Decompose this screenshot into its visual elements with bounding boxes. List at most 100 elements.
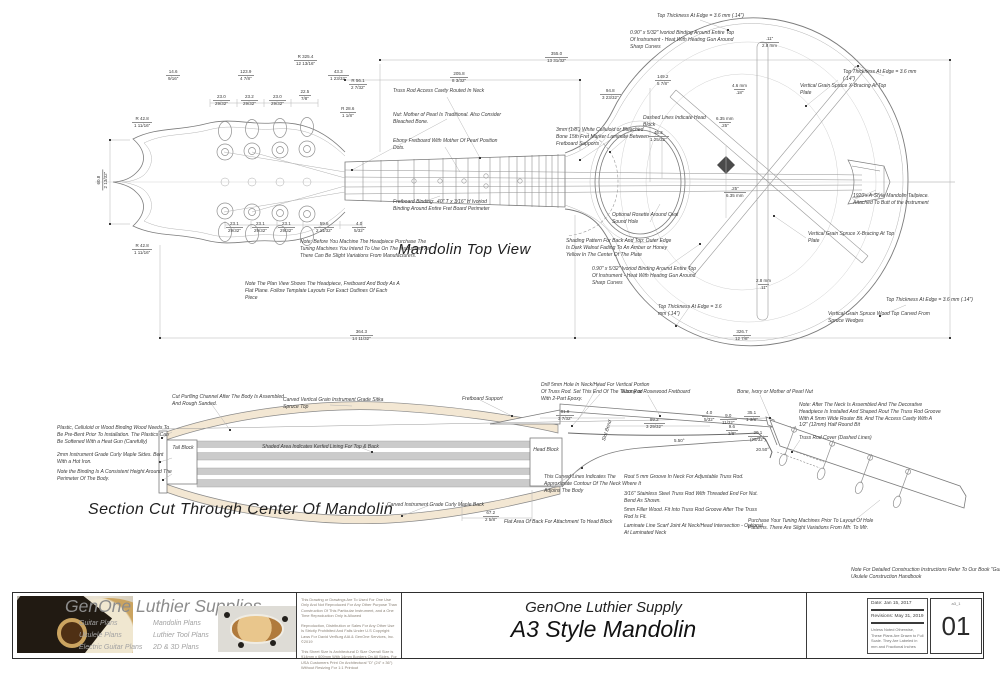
dim-in: 1 1/8" [340,111,356,118]
dim-mm: 4.0 [356,221,363,226]
annotation-tuning-machine-note: Note: Before You Machine The Headpiece P… [300,239,431,259]
annotation-plan-view-note: Note The Plan View Shows The Headpiece, … [245,281,400,301]
dim-in: 5/32" [352,226,367,233]
dim-mm: 23.0 [273,94,282,99]
dim-in: 11/32" [720,418,737,425]
dim-in: 29/32" [252,226,269,233]
mandolin-mold-photo [218,606,296,652]
dim-mm: 45.3 [653,130,663,135]
handbook-note: Note For Detailed Construction Instructi… [851,567,1000,580]
annotation-tuning-machines-layout: Purchase Your Tuning Machines Prior To L… [748,518,874,531]
sheet-number-box: a3_1 01 [930,598,982,654]
dim-mm: 14.6 [168,69,178,74]
dim-mm: R 42.8 [135,116,149,121]
dim-mm: R 42.8 [135,243,149,248]
sheet-title: A3 Style Mandolin [510,616,697,642]
title-block-divider [401,593,402,658]
annotation-sitka-spruce-top: Carved Vertical Grain Instrument Grade S… [283,397,384,410]
dim-in: 3 23/32" [600,93,621,100]
dim-in: 13 31/32" [545,56,569,63]
dim-in: 1 25/32" [648,135,669,142]
clamp-image [224,612,230,618]
annotation-fret-marker: 3mm (1/8") White Celluloid or Bleached B… [556,127,649,147]
annotation-binding-height: Note the Binding Is A Consistent Height … [57,469,172,482]
dim-4-6mm: 4.6 mm.18" [732,83,747,95]
plans-item: Guitar Plans [79,620,118,627]
dim-in: 8 3/32" [450,76,469,83]
annotation-steel-truss-rod: 3/16" Stainless Steel Truss Rod With Thr… [624,491,758,504]
annotation-maple-sides: 2mm Instrument Grade Curly Maple Sides. … [57,452,164,465]
annotation-truss-rod-cavity: Truss Rod Access Cavity Routed In Neck [393,88,485,94]
fretboard [344,154,566,208]
sheet-company: GenOne Luthier Supply [525,599,682,616]
title-block: GenOne Luthier Supplies Guitar Plans Uku… [12,592,984,670]
dim-in: 12 13/16" [294,59,318,66]
dim-mm: 81.8 [560,409,570,414]
dim-20: 20.1(25/32") [748,430,768,442]
plans-item: Electric Guitar Plans [79,644,143,652]
annotation-nut: Bone, Ivory or Mother of Pearl Nut [737,389,813,395]
annotation-rout-truss-groove: Note: After The Neck Is Assembled And Th… [799,402,941,429]
plans-item: Mandolin Plans [153,620,201,627]
dim-2-8mm-top: .11"2.8 mm [760,36,780,48]
label-head-block: Head Block [533,447,559,453]
dim-mm: 22.5 [300,89,310,94]
section-dimension-lines [159,381,881,525]
dim-mm: 99.2 [649,417,659,422]
dim-mm: 5.50° [674,438,685,443]
legal-paragraph: This Drawing or Drawings Are To Used For… [301,597,397,619]
annotation-rosette: Optional Rosette Around Oval Sound Hole [612,212,679,225]
plans-item: 2D & 3D Plans [153,644,199,652]
dim-in: 2.8 mm [760,41,780,48]
annotation-nut-material: Nut: Mother of Pearl Is Traditional. Als… [393,112,502,125]
annotation-top-thickness-3: Top Thickness At Edge = 3.6 mm (.14") [886,297,973,303]
body-outline [564,17,909,347]
date-revision-box: Date: Jan 15, 2017 Revisions: May 31, 20… [867,598,928,654]
section-markers [159,415,793,517]
clamp-image [270,640,276,646]
revisions-label: Revisions: May 31, 2019 [871,614,924,620]
divider-bar [871,622,924,625]
annotation-neck-contour: This Curved Lines Indicates The Approxim… [544,474,641,494]
top-view-title: Mandolin Top View [398,241,531,258]
section-view-title: Section Cut Through Center Of Mandolin [88,501,394,518]
dim-in: 3 7/32" [556,414,575,421]
dim-in: 1 23/32" [328,74,349,81]
plans-column-2: Mandolin Plans Luthier Tool Plans 2D & 3… [153,619,209,655]
annotation-top-thickness-2: Top Thickness At Edge = 3.6 mm (.14") [843,69,917,82]
annotation-fretboard-support: Fretboard Support [462,396,503,402]
dim-mm: 94.8 [605,88,615,93]
annotation-maple-back: Carved Instrument Grade Curly Maple Back [387,502,484,508]
dim-mm: 67.2 [486,510,496,515]
divider-bar [871,609,924,612]
dim-in: .18" [733,88,746,95]
dim-in: 29/32" [213,99,230,106]
dimension-lines [109,59,955,339]
dim-mm: 355.0 [550,51,563,56]
annotation-purfling-channel: Cut Purfling Channel After The Body Is A… [172,394,284,407]
dim-in: 3/8" [726,429,738,436]
dim-mm: 59.6 [319,221,329,226]
dim-mm: 20.50° [756,447,770,452]
title-block-divider [296,593,297,658]
dim-mm: 4.6 mm [732,83,748,88]
dim-mm: 6.35 mm [716,116,734,121]
dim-mm: R 325.4 [297,54,314,59]
dim-in: 2 13/32" [101,169,109,191]
dim-in: 1 3/8" [744,415,760,422]
